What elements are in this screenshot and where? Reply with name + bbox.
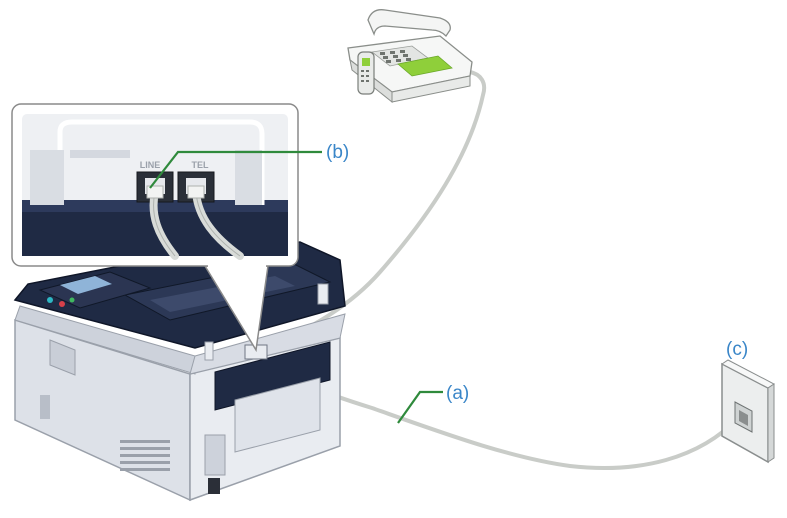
tel-port-label: TEL <box>192 160 210 170</box>
mfp-printer-icon <box>13 241 346 502</box>
line-port-label: LINE <box>140 160 161 170</box>
telephone-icon <box>347 9 473 104</box>
port-inset: LINE TEL <box>11 103 299 353</box>
callout-label-c: (c) <box>726 339 748 360</box>
callout-label-a: (a) <box>446 383 469 404</box>
wall-phone-jack-icon <box>721 359 775 464</box>
callout-b-leader <box>149 150 322 189</box>
callout-label-b: (b) <box>326 142 349 163</box>
callout-a-leader <box>397 390 443 424</box>
